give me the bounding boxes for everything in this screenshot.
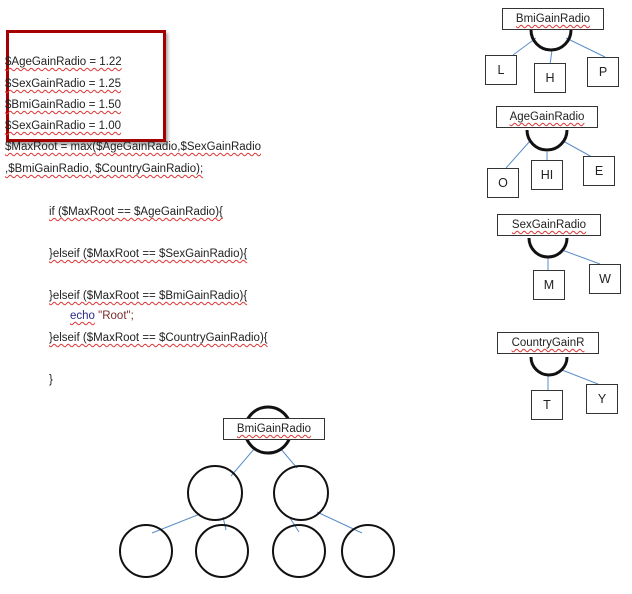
code-text: }elseif ($MaxRoot == $CountryGainRadio){ [49, 332, 268, 344]
code-line-sex-gain-2: $SexGainRadio = 1.00 [5, 120, 121, 132]
code-line-elseif-country: }elseif ($MaxRoot == $CountryGainRadio){ [49, 332, 268, 344]
country-tree-root-label: CountryGainR [497, 332, 599, 354]
node-label: BmiGainRadio [515, 13, 591, 25]
age-tree-root-label: AgeGainRadio [496, 106, 598, 128]
age-tree-node-arc [525, 129, 569, 152]
code-text: }elseif ($MaxRoot == $BmiGainRadio){ [49, 290, 248, 302]
code-line-sex-gain: $SexGainRadio = 1.25 [5, 78, 121, 90]
code-line-elseif-bmi: }elseif ($MaxRoot == $BmiGainRadio){ [49, 290, 247, 302]
node-label: CountryGainR [511, 337, 585, 349]
highlight-box [6, 30, 166, 142]
code-line-max-root: $MaxRoot = max($AgeGainRadio,$SexGainRad… [5, 141, 261, 153]
node-label: AgeGainRadio [509, 111, 585, 123]
code-string: "Root"; [98, 310, 134, 322]
sex-tree-leaf-w: W [589, 264, 621, 294]
code-line-max-root-cont: ,$BmiGainRadio, $CountryGainRadio); [5, 163, 203, 175]
big-tree-node-level1-right [273, 465, 329, 521]
age-tree-connectors [505, 140, 593, 169]
bmi-tree-node-arc [529, 29, 573, 52]
code-line-echo: echo "Root"; [70, 310, 134, 322]
country-tree-leaf-t: T [531, 390, 563, 420]
code-text: ,$BmiGainRadio, $CountryGainRadio); [5, 163, 204, 175]
bmi-tree-leaf-p: P [587, 57, 619, 87]
country-tree-node-arc [529, 356, 569, 377]
node-label: BmiGainRadio [236, 423, 312, 435]
big-tree-node-level1-left [187, 465, 243, 521]
big-tree-leaf-node-3 [272, 524, 326, 578]
code-text: if ($MaxRoot == $AgeGainRadio){ [49, 206, 223, 218]
node-label: SexGainRadio [511, 219, 587, 231]
sex-tree-node-arc [527, 237, 569, 259]
age-tree-leaf-o: O [487, 168, 519, 198]
code-keyword: echo [70, 310, 95, 322]
code-text: $MaxRoot = max($AgeGainRadio,$SexGainRad… [5, 141, 262, 153]
bmi-tree-leaf-h: H [534, 63, 566, 93]
code-text: $SexGainRadio = 1.25 [5, 78, 122, 90]
sex-tree-root-label: SexGainRadio [497, 214, 601, 236]
code-text: }elseif ($MaxRoot == $SexGainRadio){ [49, 248, 248, 260]
code-line-elseif-sex: }elseif ($MaxRoot == $SexGainRadio){ [49, 248, 247, 260]
big-tree-root-label: BmiGainRadio [223, 418, 325, 440]
code-line-if: if ($MaxRoot == $AgeGainRadio){ [49, 206, 223, 218]
big-tree-leaf-node-4 [341, 524, 395, 578]
bmi-tree-leaf-l: L [485, 55, 517, 85]
big-tree-leaf-node-2 [195, 524, 249, 578]
country-tree-leaf-y: Y [586, 384, 618, 414]
code-text: } [49, 374, 53, 386]
big-tree-leaf-node-1 [119, 524, 173, 578]
sex-tree-leaf-m: M [533, 270, 565, 300]
big-tree-connectors [151, 447, 363, 534]
code-line-close: } [49, 374, 53, 386]
code-line-bmi-gain: $BmiGainRadio = 1.50 [5, 99, 121, 111]
code-line-age-gain: $AgeGainRadio = 1.22 [5, 56, 122, 68]
age-tree-leaf-hi: HI [531, 160, 563, 190]
bmi-tree-connectors [512, 37, 606, 66]
country-tree-connectors [547, 369, 599, 390]
bmi-tree-root-label: BmiGainRadio [502, 8, 604, 30]
code-text: $SexGainRadio = 1.00 [5, 120, 122, 132]
code-text: $AgeGainRadio = 1.22 [5, 56, 122, 68]
code-text: $BmiGainRadio = 1.50 [5, 99, 122, 111]
age-tree-leaf-e: E [583, 156, 615, 186]
